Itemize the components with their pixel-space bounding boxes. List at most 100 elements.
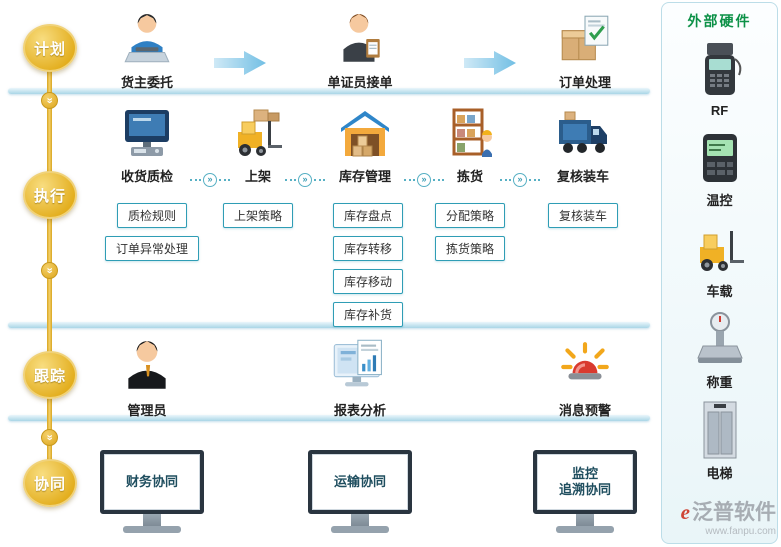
node-administrator: 管理员	[97, 338, 197, 419]
stage-plan: 计划	[23, 24, 77, 72]
strategy-tag: 库存移动	[332, 269, 403, 294]
consignor-laptop-icon	[118, 10, 176, 68]
monitor-screen: 财务协同	[100, 450, 204, 514]
alarm-icon	[555, 338, 615, 396]
dotted-connector: »	[283, 172, 327, 187]
chevron-right-icon: »	[298, 172, 312, 187]
section-divider	[8, 322, 650, 328]
hw-label: RF	[710, 103, 729, 118]
node-label: 订单处理	[558, 75, 611, 90]
node-picking: 拣货	[420, 104, 520, 185]
watermark: e泛普软件 www.fanpu.com	[681, 496, 776, 537]
chevron-down-icon: »	[41, 262, 58, 279]
node-consignor: 货主委托	[97, 10, 197, 91]
stage-execute: 执行	[23, 171, 77, 219]
tags-putaway: 上架策略	[208, 203, 308, 228]
stage-collaborate: 协同	[23, 459, 77, 507]
node-label: 收货质检	[120, 169, 173, 184]
tags-inventory: 库存盘点 库存转移 库存移动 库存补货	[308, 203, 428, 327]
chevron-down-icon: »	[41, 429, 58, 446]
monitor-stand	[351, 514, 369, 526]
node-message-alert: 消息预警	[535, 338, 635, 419]
tags-receiving-qc: 质检规则 订单异常处理	[92, 203, 212, 261]
node-report-analysis: 报表分析	[310, 338, 410, 419]
arrow-right-icon	[462, 50, 518, 76]
dotted-connector: »	[188, 172, 232, 187]
monitor-stand	[143, 514, 161, 526]
monitor-label: 追溯协同	[558, 482, 611, 497]
dotted-connector: »	[498, 172, 542, 187]
monitor-stand	[576, 514, 594, 526]
monitor-finance: 财务协同	[100, 450, 204, 533]
node-label: 货主委托	[120, 75, 173, 90]
node-label: 单证员接单	[327, 75, 393, 90]
monitor-label: 运输协同	[333, 473, 386, 489]
vehicle-forklift-icon	[692, 218, 748, 280]
node-label: 上架	[244, 169, 271, 184]
watermark-brand: e泛普软件	[680, 500, 776, 524]
report-monitor-icon	[330, 338, 390, 396]
elevator-icon	[696, 400, 744, 462]
rf-handheld-icon	[695, 40, 745, 102]
order-box-icon	[556, 10, 614, 68]
tags-review-loading: 复核装车	[523, 203, 643, 228]
warehouse-icon	[335, 104, 395, 162]
node-label: 拣货	[456, 169, 483, 184]
node-receiving-qc: 收货质检	[97, 104, 197, 185]
external-hardware-panel: 外部硬件 RF	[661, 2, 778, 544]
temperature-controller-icon	[695, 127, 745, 189]
node-review-loading: 复核装车	[533, 104, 633, 185]
hw-item-temperature: 温控	[695, 127, 745, 209]
dotted-connector: »	[402, 172, 446, 187]
document-clerk-icon	[331, 10, 389, 68]
strategy-tag: 库存盘点	[332, 203, 403, 228]
chevron-right-icon: »	[513, 172, 527, 187]
arrow-right-icon	[212, 50, 268, 76]
hw-label: 电梯	[706, 466, 733, 481]
strategy-tag: 质检规则	[116, 203, 187, 228]
node-document-clerk: 单证员接单	[310, 10, 410, 91]
picking-shelf-icon	[440, 104, 500, 162]
node-order-processing: 订单处理	[535, 10, 635, 91]
watermark-url: www.fanpu.com	[705, 526, 776, 537]
monitor-screen: 运输协同	[308, 450, 412, 514]
hw-item-rf: RF	[695, 40, 745, 118]
hw-item-elevator: 电梯	[696, 400, 744, 482]
strategy-tag: 上架策略	[222, 203, 293, 228]
monitor-trace: 监控 追溯协同	[533, 450, 637, 533]
strategy-tag: 订单异常处理	[104, 236, 199, 261]
brand-logo-icon: e	[680, 500, 690, 524]
tags-picking: 分配策略 拣货策略	[420, 203, 520, 261]
weighing-scale-icon	[693, 309, 747, 371]
node-label: 消息预警	[558, 403, 611, 418]
hw-item-weighing: 称重	[693, 309, 747, 391]
node-label: 库存管理	[338, 169, 391, 184]
admin-person-icon	[118, 338, 176, 396]
node-label: 复核装车	[556, 169, 609, 184]
node-label: 报表分析	[333, 403, 386, 418]
strategy-tag: 分配策略	[434, 203, 505, 228]
hw-label: 车载	[706, 284, 733, 299]
chevron-down-icon: »	[41, 92, 58, 109]
truck-loading-icon	[553, 104, 613, 162]
hw-label: 称重	[706, 375, 733, 390]
receiving-terminal-icon	[117, 104, 177, 162]
hw-item-vehicle: 车载	[692, 218, 748, 300]
monitor-base	[123, 526, 181, 533]
stage-track: 跟踪	[23, 351, 77, 399]
monitor-base	[556, 526, 614, 533]
strategy-tag: 复核装车	[547, 203, 618, 228]
monitor-transport: 运输协同	[308, 450, 412, 533]
strategy-tag: 库存补货	[332, 302, 403, 327]
node-label: 管理员	[127, 403, 167, 418]
chevron-right-icon: »	[203, 172, 217, 187]
node-inventory-management: 库存管理	[315, 104, 415, 185]
monitor-label: 财务协同	[125, 473, 178, 489]
sidebar-title: 外部硬件	[687, 13, 752, 29]
forklift-icon	[228, 104, 288, 162]
strategy-tag: 拣货策略	[434, 236, 505, 261]
strategy-tag: 库存转移	[332, 236, 403, 261]
chevron-right-icon: »	[417, 172, 431, 187]
monitor-label: 监控	[571, 465, 598, 481]
monitor-base	[331, 526, 389, 533]
